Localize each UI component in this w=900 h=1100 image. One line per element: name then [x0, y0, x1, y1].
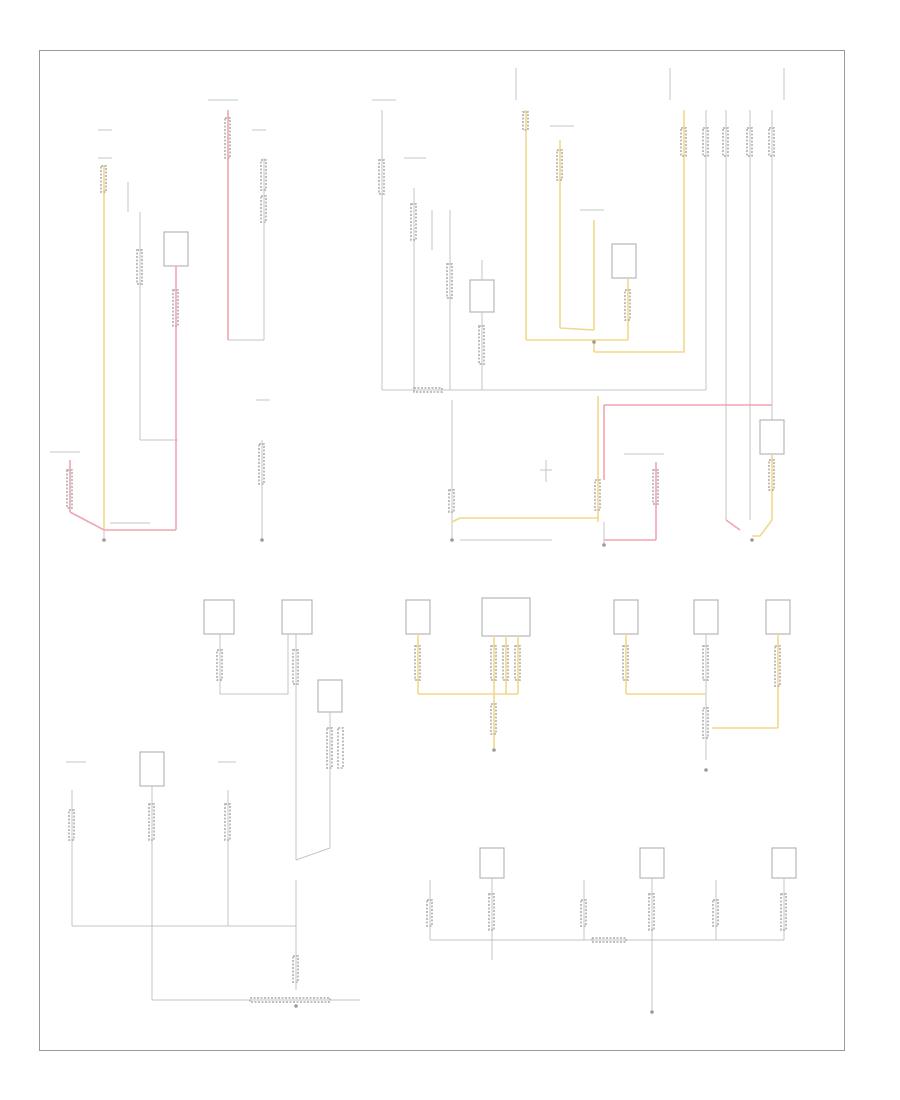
connector — [722, 127, 729, 157]
wire-yellow — [594, 110, 685, 353]
wire-yellow — [559, 327, 595, 331]
ground-point — [294, 1004, 298, 1008]
connector — [680, 127, 687, 157]
connector — [148, 803, 155, 841]
middle-left-group — [256, 399, 270, 542]
diagram-frame — [39, 50, 845, 1051]
module-box — [759, 419, 785, 455]
connector — [478, 325, 485, 365]
connector — [172, 289, 179, 327]
connector — [326, 727, 333, 769]
module-box — [693, 599, 719, 635]
module-box — [765, 599, 791, 635]
module-box — [771, 847, 797, 879]
top-right-group — [450, 68, 785, 547]
connector — [224, 803, 231, 841]
connector — [780, 893, 787, 931]
module-box — [405, 599, 431, 635]
connector — [260, 195, 267, 223]
connector — [66, 469, 73, 509]
connector — [502, 645, 509, 681]
module-box — [479, 847, 505, 879]
wire-red — [725, 519, 741, 531]
ground-point — [592, 340, 596, 344]
connector — [292, 649, 299, 685]
connector — [249, 997, 331, 1003]
connector — [378, 159, 385, 195]
module-box — [139, 751, 165, 787]
connector — [652, 469, 659, 505]
connector — [100, 165, 107, 193]
connector — [580, 899, 587, 927]
connector — [622, 645, 629, 681]
connector — [224, 117, 231, 159]
connector — [448, 489, 455, 513]
ground-point — [650, 1010, 654, 1014]
connector — [522, 111, 529, 131]
connector — [446, 263, 453, 299]
ground-point — [750, 538, 754, 542]
ground-point — [102, 538, 106, 542]
connector — [746, 127, 753, 157]
wire-red — [69, 511, 176, 531]
ground-point — [260, 538, 264, 542]
connector — [702, 127, 709, 157]
module-box — [639, 847, 665, 879]
connector — [413, 387, 443, 393]
wire-segment — [219, 634, 289, 695]
connector — [258, 443, 265, 485]
connector — [774, 645, 781, 687]
wire-yellow — [451, 517, 598, 523]
connector — [702, 645, 709, 681]
connector — [292, 955, 299, 983]
connector — [337, 727, 344, 769]
relay-box — [163, 231, 189, 267]
wire-segment — [295, 712, 331, 861]
middle-row-group — [203, 597, 791, 990]
relay-box — [611, 243, 637, 279]
wire-yellow — [752, 519, 773, 537]
bottom-group — [66, 751, 797, 1014]
module-box — [203, 599, 235, 635]
module-box — [481, 597, 531, 637]
ground-point — [602, 543, 606, 547]
connector — [488, 893, 495, 931]
connector — [648, 893, 655, 931]
module-box — [613, 599, 639, 635]
connector — [414, 645, 421, 681]
connector — [712, 899, 719, 927]
ground-point — [492, 748, 496, 752]
module-box — [317, 679, 343, 713]
top-middle-group — [372, 99, 706, 540]
ground-point — [704, 768, 708, 772]
connector — [768, 127, 775, 157]
connector — [591, 937, 627, 943]
ground-point — [450, 538, 454, 542]
connector — [514, 645, 521, 681]
module-box — [469, 279, 495, 313]
connector — [426, 899, 433, 927]
connector — [490, 645, 497, 681]
connector — [410, 203, 417, 241]
top-left-group — [50, 99, 267, 542]
connector — [136, 249, 143, 285]
module-box — [281, 599, 313, 635]
